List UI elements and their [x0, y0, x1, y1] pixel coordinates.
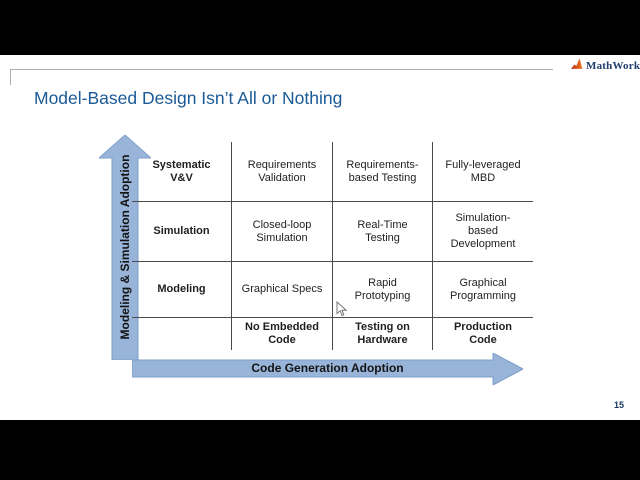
adoption-matrix-table: Systematic V&V Requirements Validation R… [132, 142, 533, 350]
matrix-row-label: Modeling [132, 262, 232, 318]
letterbox-top [0, 0, 640, 55]
mathworks-logo: MathWorks [571, 57, 640, 75]
mathworks-wordmark: MathWorks [586, 59, 640, 72]
y-axis-label: Modeling & Simulation Adoption [118, 154, 132, 340]
matrix-cell: Closed-loop Simulation [232, 202, 333, 262]
header-rule-corner [10, 69, 11, 85]
header-rule [10, 69, 553, 70]
matrix-cell: Fully-leveraged MBD [433, 142, 533, 202]
matrix-cell: Simulation- based Development [433, 202, 533, 262]
mathworks-membrane-triangle-icon [571, 57, 584, 75]
matrix-row-label: Simulation [132, 202, 232, 262]
x-axis-arrow [131, 352, 525, 390]
matrix-cell: Real-Time Testing [333, 202, 433, 262]
x-axis-label: Code Generation Adoption [251, 361, 404, 375]
matrix-footer-label: Testing on Hardware [333, 318, 433, 350]
matrix-cell: Graphical Specs [232, 262, 333, 318]
matrix-cell: Graphical Programming [433, 262, 533, 318]
y-axis-arrow [97, 134, 153, 365]
matrix-footer-label: No Embedded Code [232, 318, 333, 350]
letterbox-bottom [0, 420, 640, 480]
presentation-slide: MathWorks Model-Based Design Isn’t All o… [0, 55, 640, 420]
matrix-cell: Requirements Validation [232, 142, 333, 202]
matrix-row-label: Systematic V&V [132, 142, 232, 202]
mouse-cursor-icon [336, 300, 348, 322]
matrix-cell: Rapid Prototyping [333, 262, 433, 318]
matrix-footer-label: Production Code [453, 321, 513, 346]
slide-page-number: 15 [613, 400, 624, 410]
slide-title: Model-Based Design Isn’t All or Nothing [34, 88, 343, 108]
matrix-cell: Requirements- based Testing [333, 142, 433, 202]
matrix-footer-spacer [132, 318, 232, 350]
